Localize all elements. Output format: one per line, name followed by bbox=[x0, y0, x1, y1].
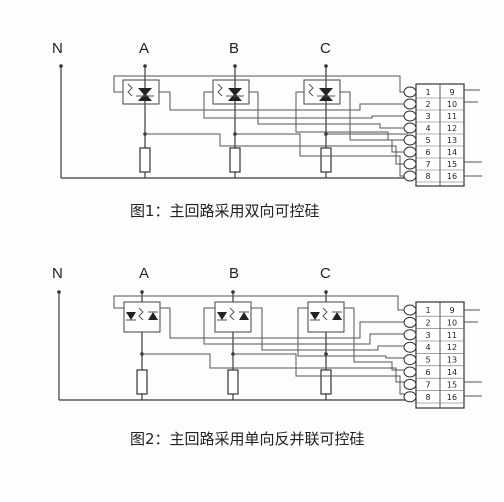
terminal-number-left: 7 bbox=[425, 160, 430, 169]
load-resistor-b-2 bbox=[227, 369, 239, 395]
phase-a-label-2: A bbox=[139, 265, 149, 282]
terminal-number-left: 1 bbox=[425, 306, 430, 315]
terminal-number-right: 13 bbox=[447, 136, 457, 145]
terminal-connector bbox=[403, 378, 417, 390]
phase-a-label: A bbox=[139, 40, 149, 57]
terminal-connector bbox=[403, 146, 417, 158]
terminal-number-right: 9 bbox=[449, 306, 454, 315]
terminal-block-1: 1 9 2 10 3 11 4 12 5 13 6 14 7 15 8 16 bbox=[403, 83, 465, 187]
load-resistor-a-2 bbox=[136, 369, 148, 395]
terminal-number-left: 7 bbox=[425, 380, 430, 389]
figure-1-caption: 图1：主回路采用双向可控硅 bbox=[130, 202, 320, 220]
terminal-block-2: 1 9 2 10 3 11 4 12 5 13 6 14 7 15 8 16 bbox=[403, 301, 465, 409]
neutral-label: N bbox=[52, 40, 63, 57]
terminal-number-right: 12 bbox=[447, 124, 457, 133]
terminal-number-right: 16 bbox=[447, 393, 457, 402]
scr-a-forward bbox=[126, 312, 136, 320]
phase-c-label-2: C bbox=[320, 265, 331, 282]
terminal-number-left: 6 bbox=[425, 368, 430, 377]
terminal-number-right: 11 bbox=[447, 112, 457, 121]
phase-a-branch-2 bbox=[123, 290, 161, 400]
terminal-number-left: 8 bbox=[425, 172, 430, 181]
phase-b-label-2: B bbox=[229, 265, 239, 282]
terminal-connector bbox=[403, 391, 417, 403]
phase-a-branch bbox=[122, 64, 160, 178]
terminal-number-left: 4 bbox=[425, 124, 430, 133]
neutral-label-2: N bbox=[52, 265, 63, 282]
terminal-connector bbox=[403, 110, 417, 122]
load-resistor-b bbox=[229, 147, 241, 173]
terminal-number-right: 10 bbox=[447, 318, 457, 327]
terminal-number-left: 3 bbox=[425, 331, 430, 340]
terminal-side-annotations-2 bbox=[464, 309, 482, 397]
phase-c-label: C bbox=[320, 40, 331, 57]
terminal-number-left: 5 bbox=[425, 136, 430, 145]
terminal-connector bbox=[403, 316, 417, 328]
terminal-number-left: 1 bbox=[425, 88, 430, 97]
terminal-number-right: 13 bbox=[447, 356, 457, 365]
load-resistor-a bbox=[139, 147, 151, 173]
terminal-connector bbox=[403, 158, 417, 170]
load-resistor-c bbox=[320, 147, 332, 173]
phase-c-branch-2 bbox=[307, 290, 345, 400]
terminal-number-left: 8 bbox=[425, 393, 430, 402]
terminal-connector bbox=[403, 366, 417, 378]
terminal-connector bbox=[403, 86, 417, 98]
phase-b-branch-2 bbox=[214, 290, 252, 400]
terminal-connector bbox=[403, 170, 417, 182]
terminal-number-right: 15 bbox=[447, 380, 457, 389]
load-resistor-c-2 bbox=[320, 369, 332, 395]
terminal-number-right: 16 bbox=[447, 172, 457, 181]
terminal-number-right: 10 bbox=[447, 100, 457, 109]
phase-c-branch bbox=[303, 64, 341, 178]
figure-1: N A B C bbox=[52, 40, 482, 220]
terminal-number-left: 2 bbox=[425, 100, 430, 109]
terminal-connector bbox=[403, 304, 417, 316]
terminal-connector bbox=[403, 98, 417, 110]
scr-a-reverse bbox=[148, 312, 158, 320]
terminal-connector bbox=[403, 134, 417, 146]
triac-a-upper bbox=[138, 88, 152, 96]
terminal-number-left: 6 bbox=[425, 148, 430, 157]
terminal-number-left: 2 bbox=[425, 318, 430, 327]
neutral-node bbox=[59, 64, 63, 68]
terminal-number-left: 3 bbox=[425, 112, 430, 121]
terminal-connector bbox=[403, 122, 417, 134]
terminal-connector bbox=[403, 341, 417, 353]
phase-b-label: B bbox=[229, 40, 239, 57]
terminal-connector bbox=[403, 329, 417, 341]
terminal-number-right: 9 bbox=[449, 88, 454, 97]
triac-a-lower bbox=[138, 93, 152, 101]
terminal-number-right: 12 bbox=[447, 343, 457, 352]
terminal-number-left: 4 bbox=[425, 343, 430, 352]
terminal-number-right: 14 bbox=[447, 148, 457, 157]
terminal-number-right: 15 bbox=[447, 160, 457, 169]
figure-2-caption: 图2：主回路采用单向反并联可控硅 bbox=[130, 430, 365, 448]
control-wires-2 bbox=[113, 295, 412, 395]
terminal-side-annotations-1 bbox=[464, 89, 482, 177]
terminal-number-left: 5 bbox=[425, 356, 430, 365]
figure-2: N A B C bbox=[52, 265, 482, 448]
control-wires-1 bbox=[113, 75, 412, 177]
terminal-number-right: 11 bbox=[447, 331, 457, 340]
terminal-number-right: 14 bbox=[447, 368, 457, 377]
phase-b-branch bbox=[212, 64, 250, 178]
terminal-connector bbox=[403, 354, 417, 366]
